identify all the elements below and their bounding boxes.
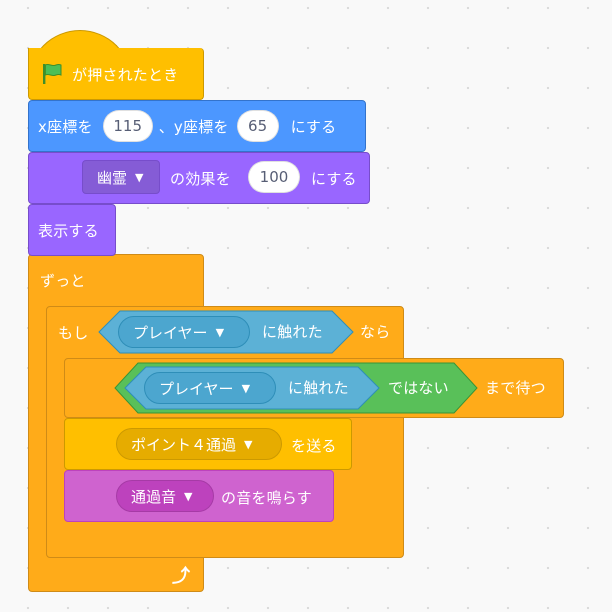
wait-until-suffix: まで待つ [485,379,546,397]
effect-value-input[interactable]: 100 [248,161,300,193]
chevron-down-icon: ▼ [184,489,193,503]
show-block[interactable] [28,204,116,256]
goto-row: x座標を 115 、y座標を 65 にする [38,100,336,152]
goto-suffix: にする [290,117,337,136]
when-flag-clicked-block[interactable] [28,48,204,100]
hat-label: が押されたとき [72,65,179,84]
forever-header: ずっと [40,254,86,306]
if-sensing-option: プレイヤー [133,323,208,342]
show-label: 表示する [38,222,99,240]
chevron-down-icon: ▼ [215,325,225,339]
goto-x-label: x座標を [38,117,93,136]
wait-sensing-option: プレイヤー [159,379,234,398]
wait-sensing-dropdown[interactable]: プレイヤー ▼ [144,372,276,404]
if-sensing-suffix: に触れた [262,323,323,341]
green-flag-icon [43,63,62,84]
if-label: もし [58,323,89,342]
goto-y-label: 、y座標を [158,117,229,136]
chevron-down-icon: ▼ [135,170,144,184]
broadcast-option: ポイント４通過 [131,435,237,454]
y-value-input[interactable]: 65 [236,110,279,142]
broadcast-block[interactable] [64,418,352,470]
loop-arrow-icon: ⤴ [172,566,190,587]
wait-sensing-suffix: に触れた [288,379,349,397]
go-to-xy-block[interactable] [28,100,366,152]
if-suffix: なら [360,323,391,341]
broadcast-dropdown[interactable]: ポイント４通過 ▼ [116,428,282,460]
sound-dropdown[interactable]: 通過音 ▼ [116,480,214,512]
if-header: もし [58,306,88,358]
x-value-input[interactable]: 115 [102,110,153,142]
chevron-down-icon: ▼ [241,381,251,395]
effect-mid-label: の効果を [170,170,231,188]
not-label: ではない [388,379,449,397]
sound-option: 通過音 [131,487,177,506]
broadcast-suffix: を送る [291,437,337,455]
chevron-down-icon: ▼ [244,437,253,451]
sound-suffix: の音を鳴らす [221,489,312,507]
effect-option: 幽霊 [97,168,128,187]
effect-suffix: にする [311,170,357,188]
effect-dropdown[interactable]: 幽霊 ▼ [82,160,160,194]
hat-row: が押されたとき [40,48,178,100]
if-sensing-dropdown[interactable]: プレイヤー ▼ [118,316,250,348]
forever-label: ずっと [40,271,86,290]
